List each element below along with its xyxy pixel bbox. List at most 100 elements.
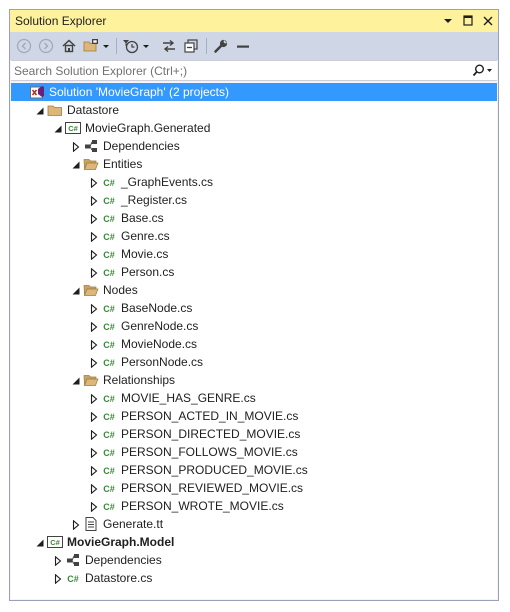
expand-arrow-expanded-icon[interactable] [71,159,81,169]
csharp-file-icon: C# [101,336,117,352]
tree-item-base-cs[interactable]: C#Base.cs [11,209,497,227]
svg-text:C#: C# [103,358,115,368]
csharp-file-icon: C# [101,426,117,442]
expand-arrow-expanded-icon[interactable] [35,537,45,547]
tree-item-movienode-cs[interactable]: C#MovieNode.cs [11,335,497,353]
tree-item-dependencies[interactable]: Dependencies [11,551,497,569]
solution-tree[interactable]: Solution 'MovieGraph' (2 projects) Datast… [11,83,497,599]
expand-arrow-collapsed-icon[interactable] [89,429,99,441]
expand-arrow-collapsed-icon[interactable] [89,339,99,351]
properties-wrench-icon[interactable] [212,37,230,55]
tree-item-register-cs[interactable]: C#_Register.cs [11,191,497,209]
tree-item-person-wrote-movie-cs[interactable]: C#PERSON_WROTE_MOVIE.cs [11,497,497,515]
expand-arrow-collapsed-icon[interactable] [89,267,99,279]
expand-arrow-collapsed-icon[interactable] [89,177,99,189]
search-icon[interactable] [471,63,495,79]
expand-arrow-expanded-icon[interactable] [53,123,63,133]
search-input[interactable] [14,62,464,79]
tree-item-genre-cs[interactable]: C# Genre.cs [11,227,497,245]
tree-item-label: PERSON_REVIEWED_MOVIE.cs [121,481,304,495]
tree-item-genrenode-cs[interactable]: C#GenreNode.cs [11,317,497,335]
svg-text:C#: C# [50,538,60,547]
sync-with-active-document-icon[interactable] [160,37,178,55]
preview-selected-items-icon[interactable] [234,37,252,55]
tree-item-datastore-cs[interactable]: C#Datastore.cs [11,569,497,587]
tree-item-basenode-cs[interactable]: C#BaseNode.cs [11,299,497,317]
expand-arrow-collapsed-icon[interactable] [71,141,81,153]
svg-text:C#: C# [103,466,115,476]
expand-arrow-collapsed-icon[interactable] [89,231,99,243]
tree-item-graphevents-cs[interactable]: C#_GraphEvents.cs [11,173,497,191]
pending-changes-dropdown-icon[interactable] [141,37,151,55]
svg-text:C#: C# [103,484,115,494]
tree-item-label: Genre.cs [121,229,170,243]
home-icon[interactable] [60,37,78,55]
tree-item-label: PERSON_PRODUCED_MOVIE.cs [121,463,308,477]
expand-arrow-collapsed-icon[interactable] [89,447,99,459]
tree-item-movie-has-genre-cs[interactable]: C# MOVIE_HAS_GENRE.cs [11,389,497,407]
csharp-file-icon: C# [65,570,81,586]
expand-arrow-collapsed-icon[interactable] [89,249,99,261]
tree-item-movie-cs[interactable]: C#Movie.cs [11,245,497,263]
expand-arrow-collapsed-icon[interactable] [89,303,99,315]
tree-item-personnode-cs[interactable]: C#PersonNode.cs [11,353,497,371]
svg-text:C#: C# [103,232,115,242]
expand-arrow-collapsed-icon[interactable] [89,501,99,513]
tree-item-dependencies[interactable]: Dependencies [11,137,497,155]
tree-item-person-reviewed-movie-cs[interactable]: C# PERSON_REVIEWED_MOVIE.cs [11,479,497,497]
csharp-file-icon: C# [101,390,117,406]
tree-item-label: _Register.cs [121,193,188,207]
csharp-file-icon: C# [101,480,117,496]
tree-item-moviegraph-model[interactable]: C#MovieGraph.Model [11,533,497,551]
csharp-file-icon: C# [101,300,117,316]
expand-arrow-collapsed-icon[interactable] [89,195,99,207]
expand-arrow-expanded-icon[interactable] [71,285,81,295]
expand-arrow-collapsed-icon[interactable] [71,519,81,531]
svg-text:C#: C# [103,304,115,314]
toolbar [10,32,498,60]
expand-arrow-collapsed-icon[interactable] [89,357,99,369]
tree-item-datastore[interactable]: Datastore [11,101,497,119]
tree-item-solution-moviegraph-2-projects[interactable]: Solution 'MovieGraph' (2 projects) [11,83,497,101]
folder-open-icon [83,156,99,172]
tree-item-relationships[interactable]: Relationships [11,371,497,389]
expand-arrow-collapsed-icon[interactable] [53,555,63,567]
switch-views-icon[interactable] [83,37,101,55]
pending-changes-filter-icon[interactable] [122,37,140,55]
close-icon[interactable] [480,13,496,29]
expand-arrow-collapsed-icon[interactable] [89,411,99,423]
expand-arrow-expanded-icon[interactable] [35,105,45,115]
title-bar[interactable]: Solution Explorer [10,10,498,32]
tree-item-person-produced-movie-cs[interactable]: C# PERSON_PRODUCED_MOVIE.cs [11,461,497,479]
expand-arrow-collapsed-icon[interactable] [89,465,99,477]
tree-item-person-directed-movie-cs[interactable]: C#PERSON_DIRECTED_MOVIE.cs [11,425,497,443]
svg-text:C#: C# [103,448,115,458]
svg-text:C#: C# [103,430,115,440]
tree-item-label: Datastore [67,103,120,117]
tree-item-label: MOVIE_HAS_GENRE.cs [121,391,256,405]
tree-item-person-cs[interactable]: C#Person.cs [11,263,497,281]
tree-item-entities[interactable]: Entities [11,155,497,173]
tree-item-nodes[interactable]: Nodes [11,281,497,299]
expand-arrow-expanded-icon[interactable] [71,375,81,385]
back-icon[interactable] [15,37,33,55]
tree-item-label: Dependencies [103,139,180,153]
switch-views-dropdown-icon[interactable] [101,37,111,55]
pin-icon[interactable] [460,13,476,29]
expand-arrow-collapsed-icon[interactable] [89,213,99,225]
expand-arrow-collapsed-icon[interactable] [89,393,99,405]
svg-text:C#: C# [103,412,115,422]
tree-item-generate-tt[interactable]: Generate.tt [11,515,497,533]
tree-item-moviegraph-generated[interactable]: C#MovieGraph.Generated [11,119,497,137]
forward-icon[interactable] [37,37,55,55]
collapse-all-icon[interactable] [182,37,200,55]
tree-item-person-acted-in-movie-cs[interactable]: C#PERSON_ACTED_IN_MOVIE.cs [11,407,497,425]
window-position-dropdown-icon[interactable] [440,13,456,29]
svg-text:C#: C# [103,214,115,224]
csharp-file-icon: C# [101,408,117,424]
expand-arrow-collapsed-icon[interactable] [89,321,99,333]
tree-item-person-follows-movie-cs[interactable]: C#PERSON_FOLLOWS_MOVIE.cs [11,443,497,461]
expand-arrow-collapsed-icon[interactable] [53,573,63,585]
expand-arrow-collapsed-icon[interactable] [89,483,99,495]
csharp-project-icon: C# [65,120,81,136]
